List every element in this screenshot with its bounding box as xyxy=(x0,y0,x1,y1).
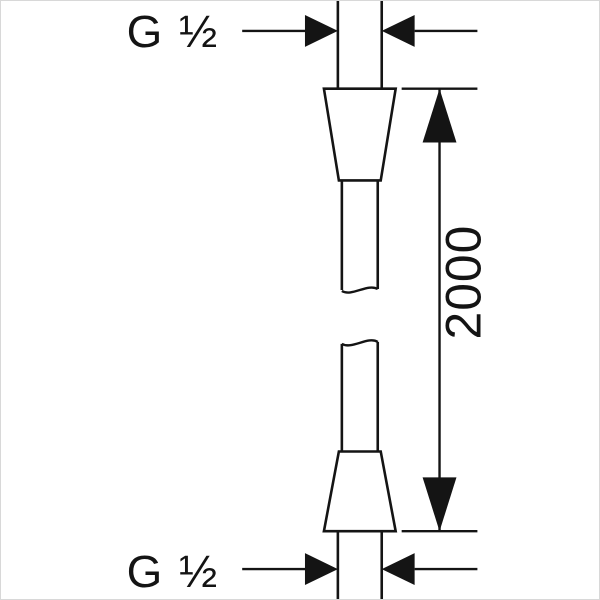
top-cone-nut xyxy=(322,87,398,182)
bottom-thread-label: G ½ xyxy=(127,546,220,597)
arrow-left-icon xyxy=(381,553,415,586)
arrow-right-icon xyxy=(304,553,338,586)
arrow-down-icon xyxy=(422,477,457,532)
bottom-cone-nut xyxy=(322,450,398,533)
top-thread-label: G ½ xyxy=(127,6,220,57)
arrow-left-icon xyxy=(381,14,415,47)
length-dimension-label: 2000 xyxy=(436,225,492,340)
hose-outline xyxy=(322,1,398,599)
break-line-lower xyxy=(341,339,379,347)
arrow-right-icon xyxy=(304,14,338,47)
top-thread-callout: G ½ xyxy=(127,6,478,57)
break-line-upper xyxy=(341,286,379,294)
arrow-up-icon xyxy=(422,88,457,143)
bottom-thread-callout: G ½ xyxy=(127,546,478,597)
length-dimension: 2000 xyxy=(401,87,492,533)
